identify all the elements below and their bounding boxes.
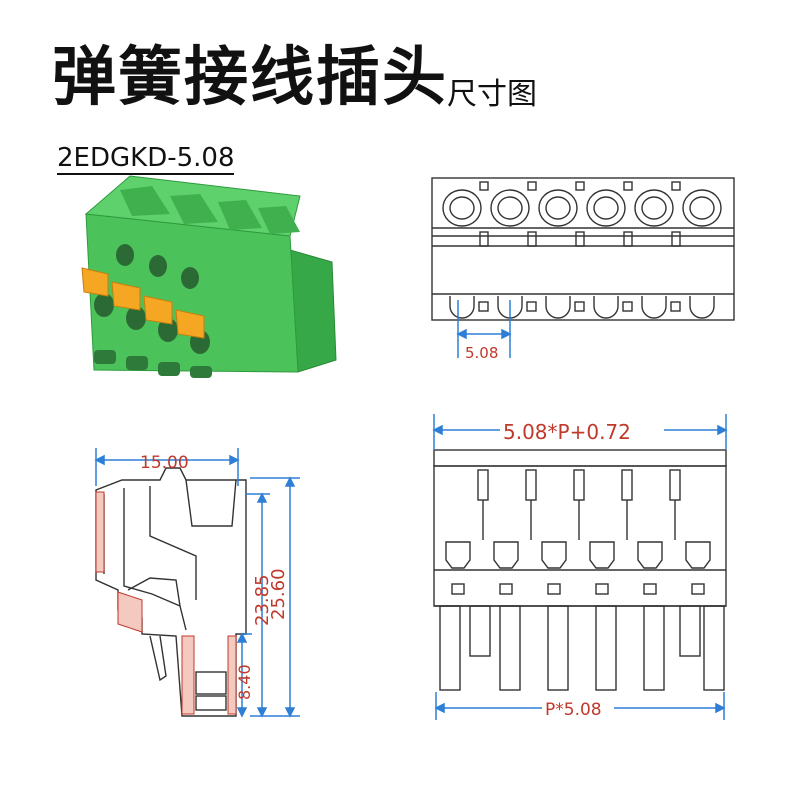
- depth-label: 15.00: [140, 453, 189, 473]
- height-total-label: 25.60: [268, 568, 289, 620]
- connector-body-illustration: [81, 175, 337, 378]
- total-width-label: 5.08*P+0.72: [503, 420, 631, 444]
- height-lower-label: 8.40: [235, 664, 254, 700]
- model-number: 2EDGKD-5.08: [57, 143, 235, 175]
- bottom-width-label: P*5.08: [545, 700, 602, 720]
- pitch-dimension: [456, 300, 512, 358]
- pitch-label: 5.08: [465, 344, 498, 362]
- page-subtitle: 尺寸图: [447, 77, 537, 112]
- page-title: 弹簧接线插头: [52, 41, 448, 115]
- height-inner-label: 23.85: [252, 574, 273, 626]
